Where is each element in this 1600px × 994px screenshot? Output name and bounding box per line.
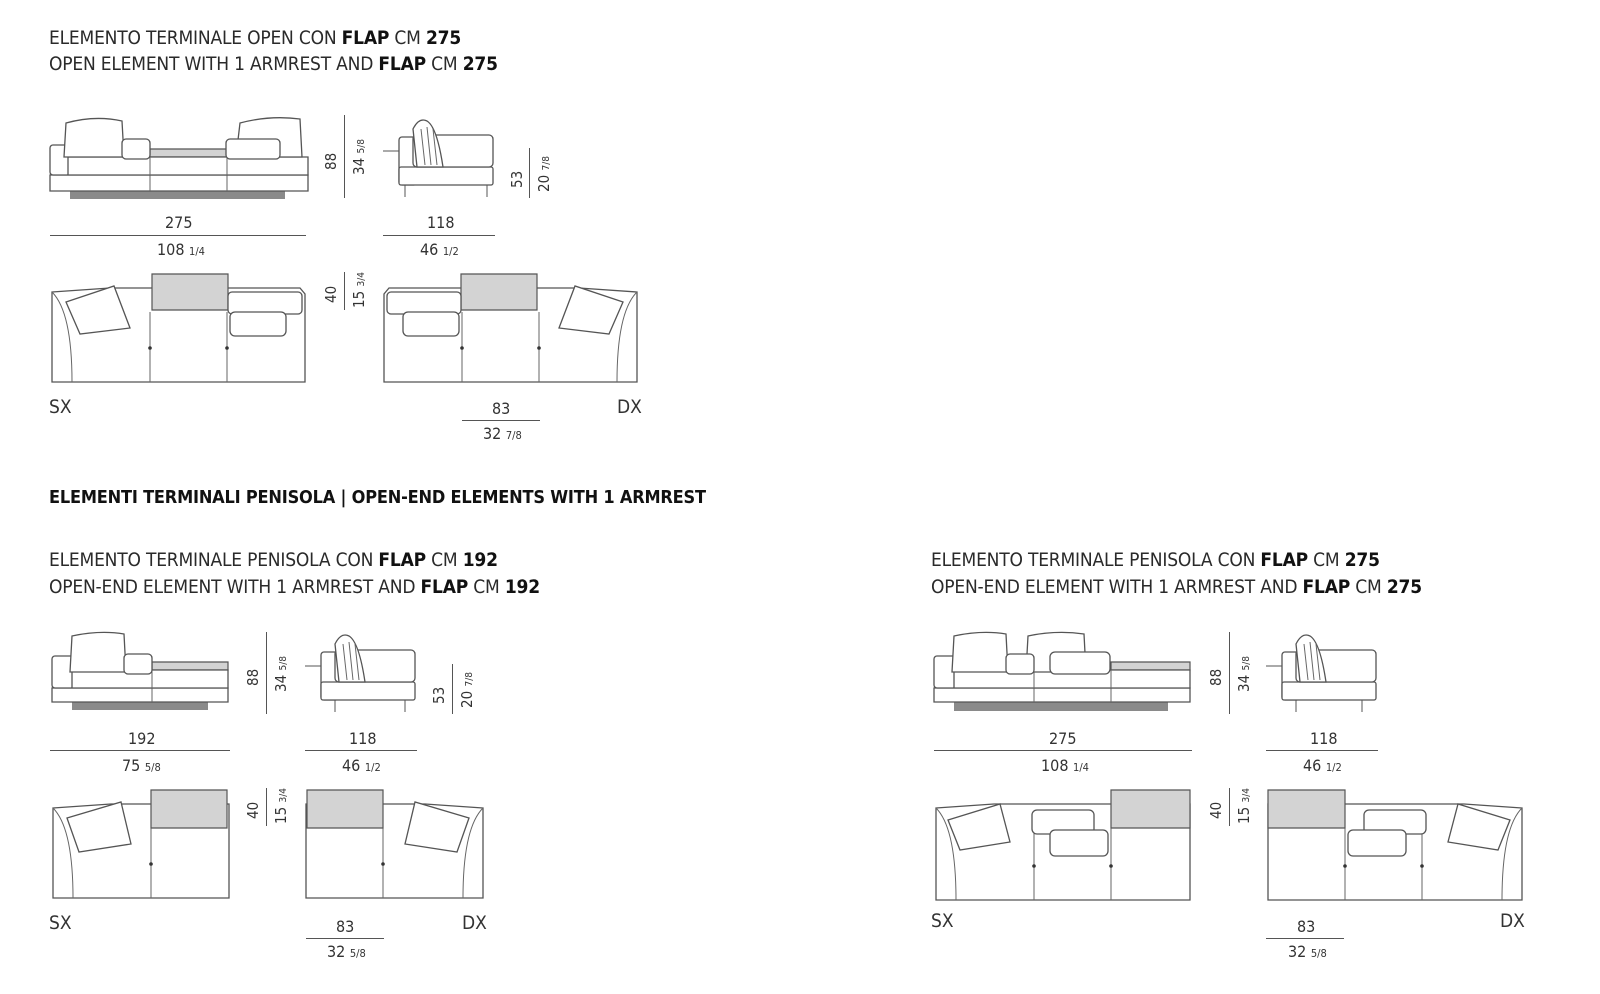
block3-module-in: 32 5/8 [1288, 942, 1327, 961]
block2-label-dx: DX [462, 912, 487, 934]
block2-seat-in: 20 7/8 [458, 672, 476, 708]
block2-plan-line [266, 788, 267, 826]
block1-depth-line [383, 235, 495, 236]
block3-title-it: ELEMENTO TERMINALE PENISOLA CON FLAP CM … [931, 549, 1380, 571]
block1-width-line [50, 235, 306, 236]
block3-height-cm: 88 [1207, 668, 1225, 686]
block3-plan-line [1229, 788, 1230, 826]
block3-plan-in: 15 3/4 [1235, 788, 1253, 824]
block2-title-it: ELEMENTO TERMINALE PENISOLA CON FLAP CM … [49, 549, 498, 571]
block2-width-line [50, 750, 230, 751]
block1-seat-in: 20 7/8 [535, 156, 553, 192]
block2-width-in: 75 5/8 [122, 756, 161, 775]
block1-width-in: 108 1/4 [157, 240, 205, 259]
block1-side-view [383, 115, 495, 200]
block1-plan-line [344, 272, 345, 310]
block1-plan-sx [50, 272, 306, 384]
block1-front-view [50, 115, 310, 199]
block3-plan-dx [1266, 788, 1524, 902]
block2-front-view [52, 630, 230, 710]
block2-height-cm: 88 [244, 668, 262, 686]
block2-depth-in: 46 1/2 [342, 756, 381, 775]
section-title: ELEMENTI TERMINALI PENISOLA | OPEN-END E… [49, 487, 706, 508]
block3-side-view [1266, 630, 1378, 715]
block1-seat-cm: 53 [508, 170, 526, 188]
block1-title-it: ELEMENTO TERMINALE OPEN CON FLAP CM 275 [49, 27, 462, 49]
block1-title-en: OPEN ELEMENT WITH 1 ARMREST AND FLAP CM … [49, 53, 498, 75]
block1-seat-line [529, 148, 530, 198]
block3-plan-cm: 40 [1207, 801, 1225, 819]
block3-depth-in: 46 1/2 [1303, 756, 1342, 775]
block3-depth-line [1266, 750, 1378, 751]
block3-plan-sx [934, 788, 1192, 902]
block2-title-en: OPEN-END ELEMENT WITH 1 ARMREST AND FLAP… [49, 576, 540, 598]
block1-module-in: 32 7/8 [483, 424, 522, 443]
block3-module-line [1266, 938, 1344, 939]
block3-label-sx: SX [931, 910, 954, 932]
block1-width-cm: 275 [165, 213, 193, 232]
block2-plan-in: 15 3/4 [272, 788, 290, 824]
block3-height-line [1229, 632, 1230, 714]
block1-depth-in: 46 1/2 [420, 240, 459, 259]
block1-module-line [462, 420, 540, 421]
block2-module-cm: 83 [336, 917, 355, 936]
block3-title-en: OPEN-END ELEMENT WITH 1 ARMREST AND FLAP… [931, 576, 1422, 598]
block1-label-dx: DX [617, 396, 642, 418]
block2-depth-cm: 118 [349, 729, 377, 748]
block3-front-view [934, 630, 1192, 711]
block2-plan-sx [51, 788, 231, 900]
block2-label-sx: SX [49, 912, 72, 934]
block3-width-cm: 275 [1049, 729, 1077, 748]
block3-label-dx: DX [1500, 910, 1525, 932]
block3-height-in: 34 5/8 [1235, 656, 1253, 692]
block1-plan-in: 15 3/4 [350, 272, 368, 308]
block1-depth-cm: 118 [427, 213, 455, 232]
block2-module-line [306, 938, 384, 939]
block2-plan-cm: 40 [244, 801, 262, 819]
block1-height-in: 34 5/8 [350, 139, 368, 175]
block1-height-line [344, 115, 345, 198]
block2-width-cm: 192 [128, 729, 156, 748]
block2-plan-dx [305, 788, 485, 900]
block3-depth-cm: 118 [1310, 729, 1338, 748]
block2-side-view [305, 630, 417, 715]
block3-module-cm: 83 [1297, 917, 1316, 936]
block2-seat-line [452, 664, 453, 714]
block2-height-line [266, 632, 267, 714]
block1-plan-dx [383, 272, 639, 384]
block1-label-sx: SX [49, 396, 72, 418]
block2-height-in: 34 5/8 [272, 656, 290, 692]
block1-plan-cm: 40 [322, 285, 340, 303]
block3-width-in: 108 1/4 [1041, 756, 1089, 775]
block1-height-cm: 88 [322, 152, 340, 170]
block3-width-line [934, 750, 1192, 751]
block2-module-in: 32 5/8 [327, 942, 366, 961]
block2-seat-cm: 53 [430, 686, 448, 704]
block1-module-cm: 83 [492, 399, 511, 418]
block2-depth-line [305, 750, 417, 751]
